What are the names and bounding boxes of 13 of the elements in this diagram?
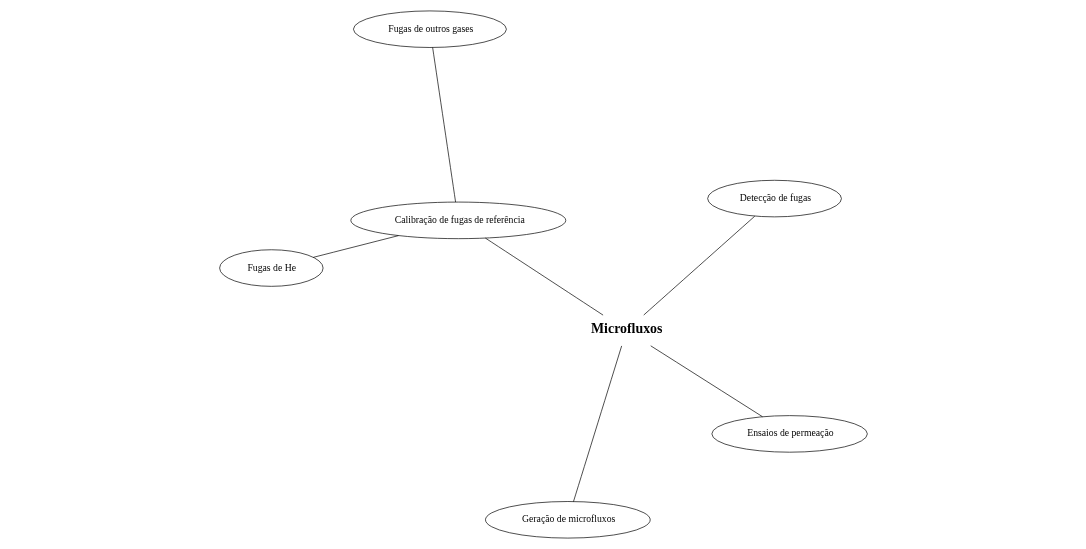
node-ellipse: Ensaios de permeação: [711, 415, 868, 453]
node-text: Microfluxos: [590, 321, 662, 337]
node-ellipse: Detecção de fugas: [706, 179, 842, 218]
connector: [431, 47, 456, 203]
node-ellipse: Fugas de He: [218, 249, 323, 287]
connector: [642, 215, 755, 316]
connector: [312, 235, 399, 258]
connector: [484, 237, 603, 316]
connector: [649, 345, 763, 418]
connector: [572, 345, 622, 502]
node-ellipse: Geração de microfluxos: [484, 501, 651, 539]
node-ellipse: Fugas de outros gases: [352, 10, 507, 48]
node-ellipse: Calibração de fugas de referência: [350, 201, 566, 239]
